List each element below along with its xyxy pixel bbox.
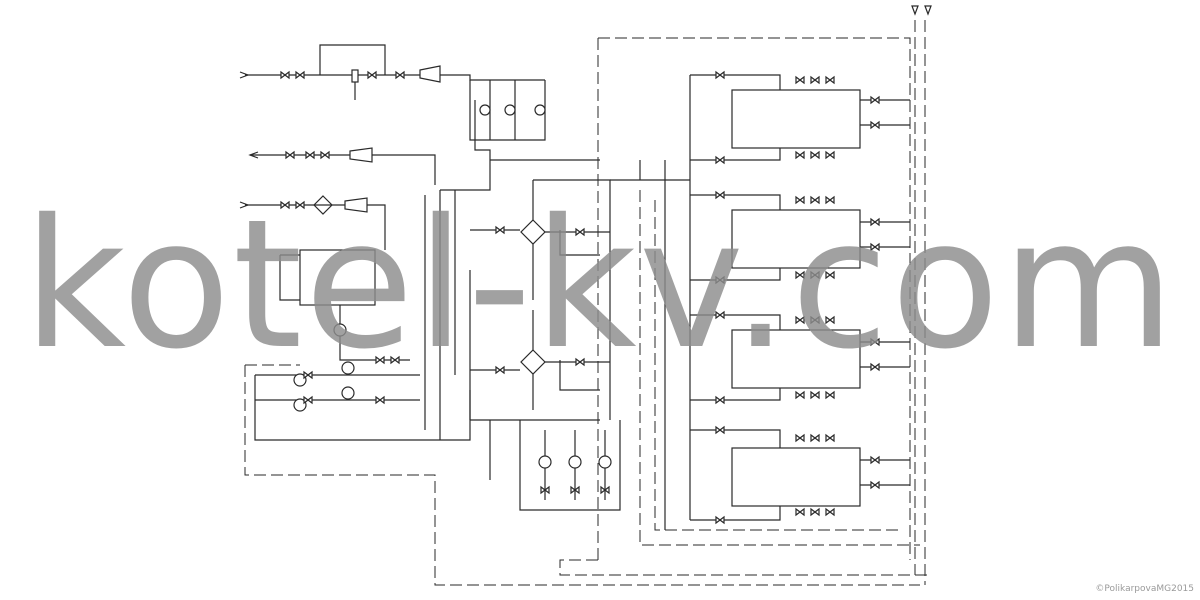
valve-icon: [795, 315, 805, 325]
watermark-text: kotel-kv.com: [23, 181, 1177, 388]
valve-icon: [280, 70, 290, 80]
boiler-3: [690, 314, 910, 401]
valve-icon: [715, 275, 725, 285]
valve-icon: [600, 485, 610, 495]
boiler-k2: [731, 209, 861, 269]
valve-icon: [825, 75, 835, 85]
valve-icon: [810, 433, 820, 443]
valve-icon: [375, 395, 385, 405]
valve-icon: [285, 150, 295, 160]
valve-icon: [495, 225, 505, 235]
valve-icon: [810, 270, 820, 280]
valve-icon: [715, 190, 725, 200]
boiler-headers: [610, 75, 691, 530]
valve-icon: [810, 150, 820, 160]
pump-icon: [568, 455, 582, 469]
meter-icon: [344, 197, 368, 213]
valve-icon: [715, 70, 725, 80]
valve-icon: [795, 75, 805, 85]
valve-icon: [305, 150, 315, 160]
valve-icon: [295, 200, 305, 210]
valve-icon: [375, 355, 385, 365]
valve-icon: [825, 315, 835, 325]
valve-icon: [810, 390, 820, 400]
central-heat-exchangers: [520, 179, 611, 420]
valve-markers: [280, 70, 880, 525]
dashed-boundaries: [244, 20, 930, 586]
valve-icon: [870, 480, 880, 490]
top-exit-arrows: [911, 5, 932, 16]
valve-icon: [825, 433, 835, 443]
valve-icon: [795, 270, 805, 280]
valve-icon: [715, 515, 725, 525]
valve-icon: [870, 362, 880, 372]
valve-icon: [825, 270, 835, 280]
valve-icon: [367, 70, 377, 80]
valve-icon: [390, 355, 400, 365]
valve-icon: [795, 507, 805, 517]
deaerator-block: [254, 249, 471, 441]
valve-icon: [540, 485, 550, 495]
pump-icon: [538, 455, 552, 469]
feed-line-3: [239, 195, 386, 250]
valve-icon: [395, 70, 405, 80]
meter-icon: [349, 147, 373, 163]
filter-icon: [351, 69, 359, 83]
boiler-k4: [731, 447, 861, 507]
pump-icon: [293, 373, 307, 387]
meter-icon: [419, 65, 441, 83]
feed-line-1: [239, 44, 545, 100]
valve-icon: [810, 315, 820, 325]
pump-icon: [341, 361, 355, 375]
valve-icon: [495, 365, 505, 375]
valve-icon: [810, 195, 820, 205]
valve-icon: [575, 227, 585, 237]
valve-icon: [795, 433, 805, 443]
valve-icon: [795, 195, 805, 205]
boiler-k3: [731, 329, 861, 389]
central-manifolds: [424, 100, 600, 480]
feed-line-2: [248, 147, 436, 185]
boiler-k1: [731, 89, 861, 149]
valve-icon: [870, 217, 880, 227]
valve-icon: [870, 120, 880, 130]
valve-icon: [295, 70, 305, 80]
lower-pump-group: [519, 420, 621, 511]
valve-icon: [715, 425, 725, 435]
valve-icon: [575, 357, 585, 367]
valve-icon: [825, 507, 835, 517]
pump-icon: [293, 398, 307, 412]
pump-icon: [479, 104, 491, 116]
valve-icon: [795, 390, 805, 400]
valve-icon: [825, 150, 835, 160]
valve-icon: [810, 507, 820, 517]
valve-icon: [870, 242, 880, 252]
valve-icon: [825, 390, 835, 400]
valve-icon: [715, 310, 725, 320]
top-pump-group: [469, 80, 546, 141]
valve-icon: [303, 370, 313, 380]
valve-icon: [570, 485, 580, 495]
valve-icon: [870, 455, 880, 465]
valve-icon: [870, 337, 880, 347]
valve-icon: [870, 95, 880, 105]
valve-icon: [810, 75, 820, 85]
valve-icon: [320, 150, 330, 160]
boiler-4: [690, 429, 910, 521]
heat-exchanger-icon: [313, 195, 333, 215]
valve-icon: [303, 395, 313, 405]
pump-icon: [534, 104, 546, 116]
pump-icon: [504, 104, 516, 116]
deaerator-tank: [299, 249, 376, 306]
copyright-text: ©PolikarpovaMG2015: [1095, 584, 1194, 594]
pump-icon: [341, 386, 355, 400]
valve-icon: [795, 150, 805, 160]
valve-icon: [715, 395, 725, 405]
valve-icon: [715, 155, 725, 165]
valve-icon: [825, 195, 835, 205]
boiler-1: [690, 74, 910, 161]
valve-icon: [280, 200, 290, 210]
pump-icon: [598, 455, 612, 469]
